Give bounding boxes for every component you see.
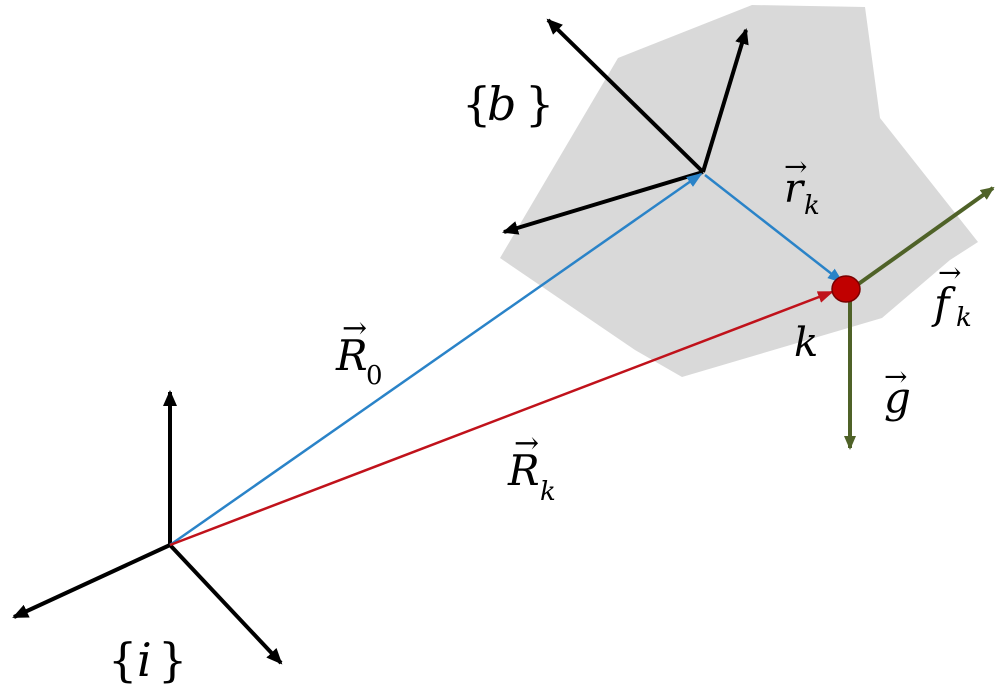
frame-b-label: { b } bbox=[462, 77, 554, 131]
frame-b-symbol: b bbox=[487, 77, 516, 131]
vector-fk bbox=[848, 186, 995, 292]
label-Rk-subscript: k bbox=[540, 477, 556, 507]
frame-i-axis-3 bbox=[168, 543, 283, 665]
frame-i-brace-open: { bbox=[108, 633, 137, 687]
vector-rk bbox=[704, 174, 844, 284]
frame-b-brace-open: { bbox=[462, 77, 491, 131]
label-rk-subscript: k bbox=[804, 191, 820, 221]
frame-b-axis-3 bbox=[502, 170, 704, 235]
label-R0-arrow: → bbox=[342, 311, 367, 346]
frame-i-brace-close: } bbox=[158, 633, 187, 687]
label-point-k: k bbox=[794, 320, 818, 366]
label-g-symbol: g bbox=[884, 373, 911, 422]
rigid-body-shape bbox=[500, 5, 978, 377]
label-fk-arrow: → bbox=[938, 256, 961, 289]
label-Rk-arrow: → bbox=[514, 426, 539, 461]
frame-i-axis-2 bbox=[12, 543, 171, 619]
label-R0-symbol: R bbox=[335, 331, 368, 380]
label-Rk: → R k bbox=[507, 426, 556, 507]
label-Rk-symbol: R bbox=[507, 446, 540, 495]
frame-b-axis-1 bbox=[546, 18, 705, 174]
label-rk-symbol: r bbox=[784, 166, 806, 212]
label-g-arrow: → bbox=[884, 360, 907, 393]
label-g: → g bbox=[884, 360, 911, 422]
label-R0-subscript: 0 bbox=[366, 361, 383, 391]
label-rk: → r k bbox=[784, 150, 820, 221]
vector-Rk bbox=[169, 290, 834, 547]
frame-b-brace-close: } bbox=[525, 77, 554, 131]
label-rk-arrow: → bbox=[784, 150, 807, 183]
label-R0: → R 0 bbox=[335, 311, 383, 391]
frame-i-label: { i } bbox=[108, 633, 187, 687]
frame-b-axis-2 bbox=[701, 28, 749, 173]
label-fk-subscript: k bbox=[956, 303, 972, 333]
frame-i-symbol: i bbox=[137, 633, 152, 687]
point-k-marker bbox=[831, 275, 861, 303]
vector-R0 bbox=[169, 172, 703, 547]
label-fk: → f k bbox=[931, 256, 972, 333]
